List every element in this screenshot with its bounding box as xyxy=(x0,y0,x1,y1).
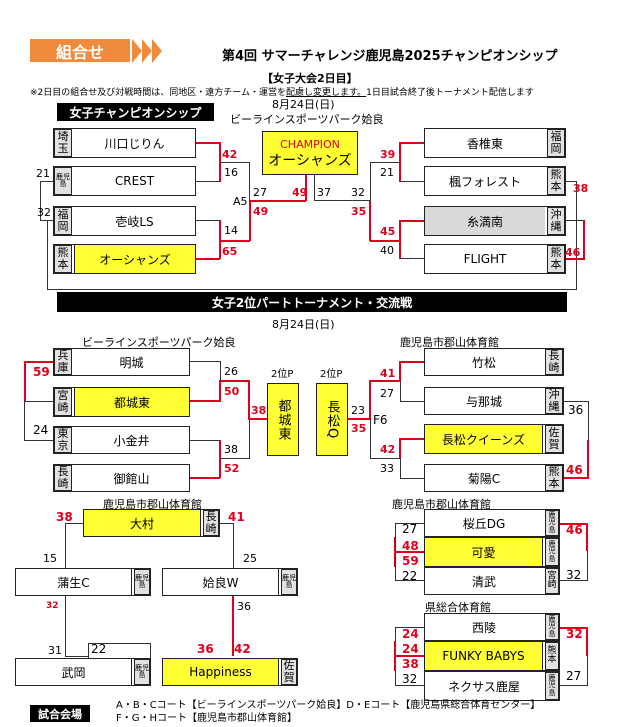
section-bar-second: 女子2位パートトーナメント・交流戦 xyxy=(57,292,567,312)
date: 8月24日(日) xyxy=(272,318,335,331)
team-row: FUNKY BABYS 熊本 xyxy=(424,641,560,671)
champion-box: CHAMPION オーシャンズ xyxy=(262,131,358,175)
team-row: 清武 宮崎 xyxy=(424,567,560,595)
page-title: 第4回 サマーチャレンジ鹿児島2025チャンピオンシップ xyxy=(222,49,558,64)
team-row: 桜丘DG 鹿児島 xyxy=(424,509,560,537)
team-row: 香椎東 福岡 xyxy=(424,128,566,158)
team-row: ネクサス鹿屋 鹿児島 xyxy=(424,671,560,701)
chevron-icon xyxy=(142,39,152,63)
finalist-left: 都城東 xyxy=(267,383,299,456)
team-row: 可愛 鹿児島 xyxy=(424,537,560,567)
team-row: 与那城 沖縄 xyxy=(424,387,564,415)
page-subtitle: 【女子大会2日目】 xyxy=(262,72,358,85)
section-bar-championship: 女子チャンピオンシップ xyxy=(57,103,214,121)
team-row: 長松クイーンズ 佐賀 xyxy=(424,424,564,454)
chevron-icon xyxy=(152,39,162,63)
team-row: 熊本 オーシャンズ xyxy=(53,244,196,274)
venue-line-2: F・G・Hコート【鹿児島市郡山体育館】 xyxy=(116,713,298,724)
chevron-icon xyxy=(132,39,142,63)
team-row: 武岡 鹿児島 xyxy=(15,658,151,686)
team-row: 福岡 壱岐LS xyxy=(53,206,196,236)
team-row: FLIGHT 熊本 xyxy=(424,244,566,274)
team-row: 姶良W 鹿児島 xyxy=(162,568,298,596)
notice: ※2日目の組合せ及び対戦時間は、同地区・遠方チーム・運営を配慮し変更します。1日… xyxy=(30,88,534,98)
team-row: 東京 小金井 xyxy=(53,426,190,454)
venue-label: 試合会場 xyxy=(30,705,90,722)
team-row: 菊陽C 熊本 xyxy=(424,464,564,492)
team-row: 鹿児島 CREST xyxy=(53,166,196,196)
team-row: 宮崎 都城東 xyxy=(53,387,190,417)
team-row: 埼玉 川口じりん xyxy=(53,128,196,158)
team-row: 兵庫 明城 xyxy=(53,348,190,376)
finalist-right: 長松Q xyxy=(316,383,348,456)
team-row: 長崎 御館山 xyxy=(53,464,190,492)
team-row: 楓フォレスト 熊本 xyxy=(424,166,566,196)
team-row: Happiness 佐賀 xyxy=(162,658,298,686)
venue-line-1: A・B・Cコート【ビーラインスポーツパーク姶良】D・Eコート【鹿児島県総合体育セ… xyxy=(116,700,541,711)
team-row: 竹松 長崎 xyxy=(424,348,564,376)
team-row: 大村 長崎 xyxy=(83,509,220,537)
section-tag: 組合せ xyxy=(30,39,130,62)
team-row: 西陵 鹿児島 xyxy=(424,613,560,641)
team-row: 糸満南 沖縄 xyxy=(424,206,566,236)
team-row: 蒲生C 鹿児島 xyxy=(15,568,151,596)
date: 8月24日(日) xyxy=(272,98,335,111)
venue: ビーラインスポーツパーク姶良 xyxy=(230,113,384,126)
